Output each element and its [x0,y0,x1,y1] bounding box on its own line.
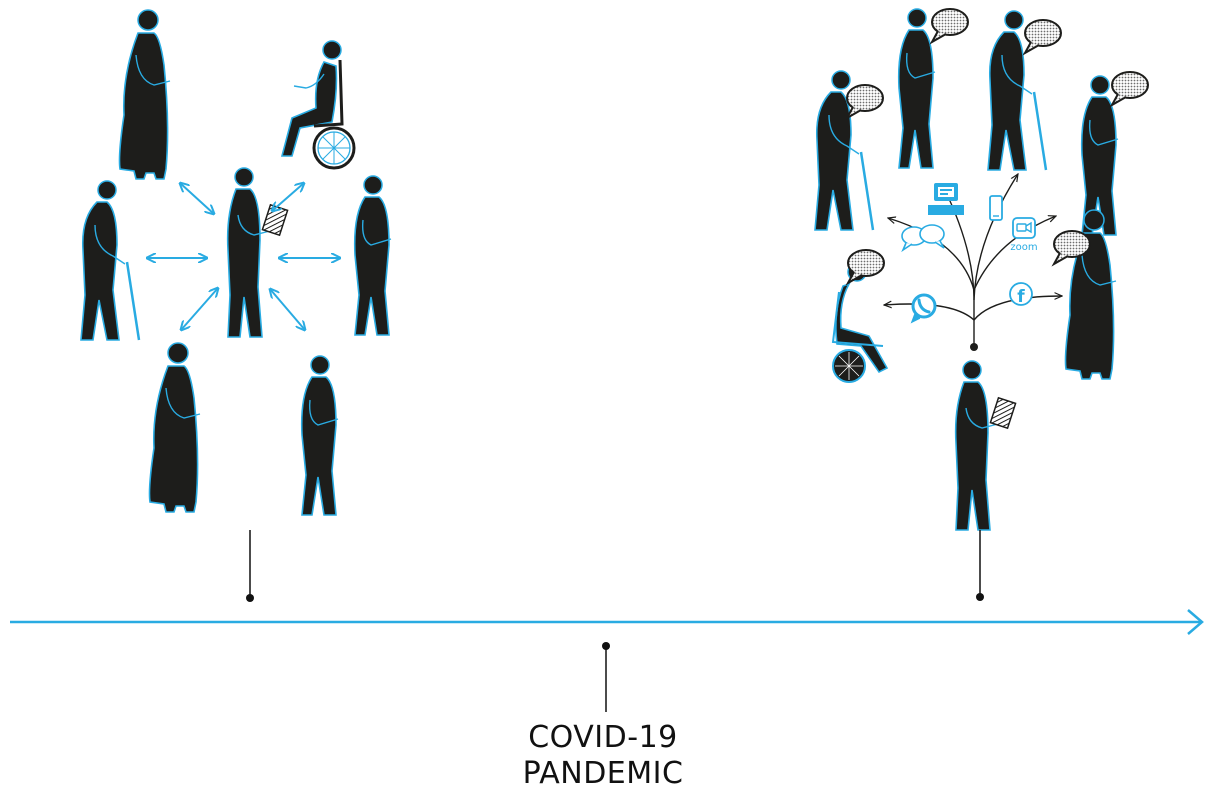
person-robe-top [118,9,171,180]
event-label-line2: PANDEMIC [522,756,684,791]
svg-text:f: f [1017,287,1025,307]
timeline-axis [10,609,1204,635]
computer-icon [928,183,964,215]
timeline-arrow-icon [1187,609,1204,635]
digital-connection-tree [884,174,1062,346]
person-center-with-tablet [226,167,289,338]
svg-text:zoom: zoom [1010,242,1037,253]
person-right [353,175,392,336]
zoom-icon: zoom [1010,217,1038,253]
chat-icon [901,224,945,253]
person-robe-bottom [148,342,201,513]
whatsapp-icon [910,293,937,324]
person-wheelchair [280,39,356,170]
before-pandemic-scene [79,9,392,602]
person-center-with-tablet-after [954,360,1017,531]
event-label-line1: COVID-19 [528,720,678,755]
double-arrow-icon [147,183,340,330]
facebook-icon: f [1009,282,1033,307]
before-marker [246,594,254,602]
after-pandemic-scene: zoom f [813,8,1149,601]
phone-icon [989,195,1003,221]
person-with-cane [79,179,141,342]
tree-root [970,343,978,351]
after-marker [976,593,984,601]
person-bottom-right [300,355,339,516]
person-standing-top [897,8,936,169]
person-wheelchair-after [832,262,888,383]
